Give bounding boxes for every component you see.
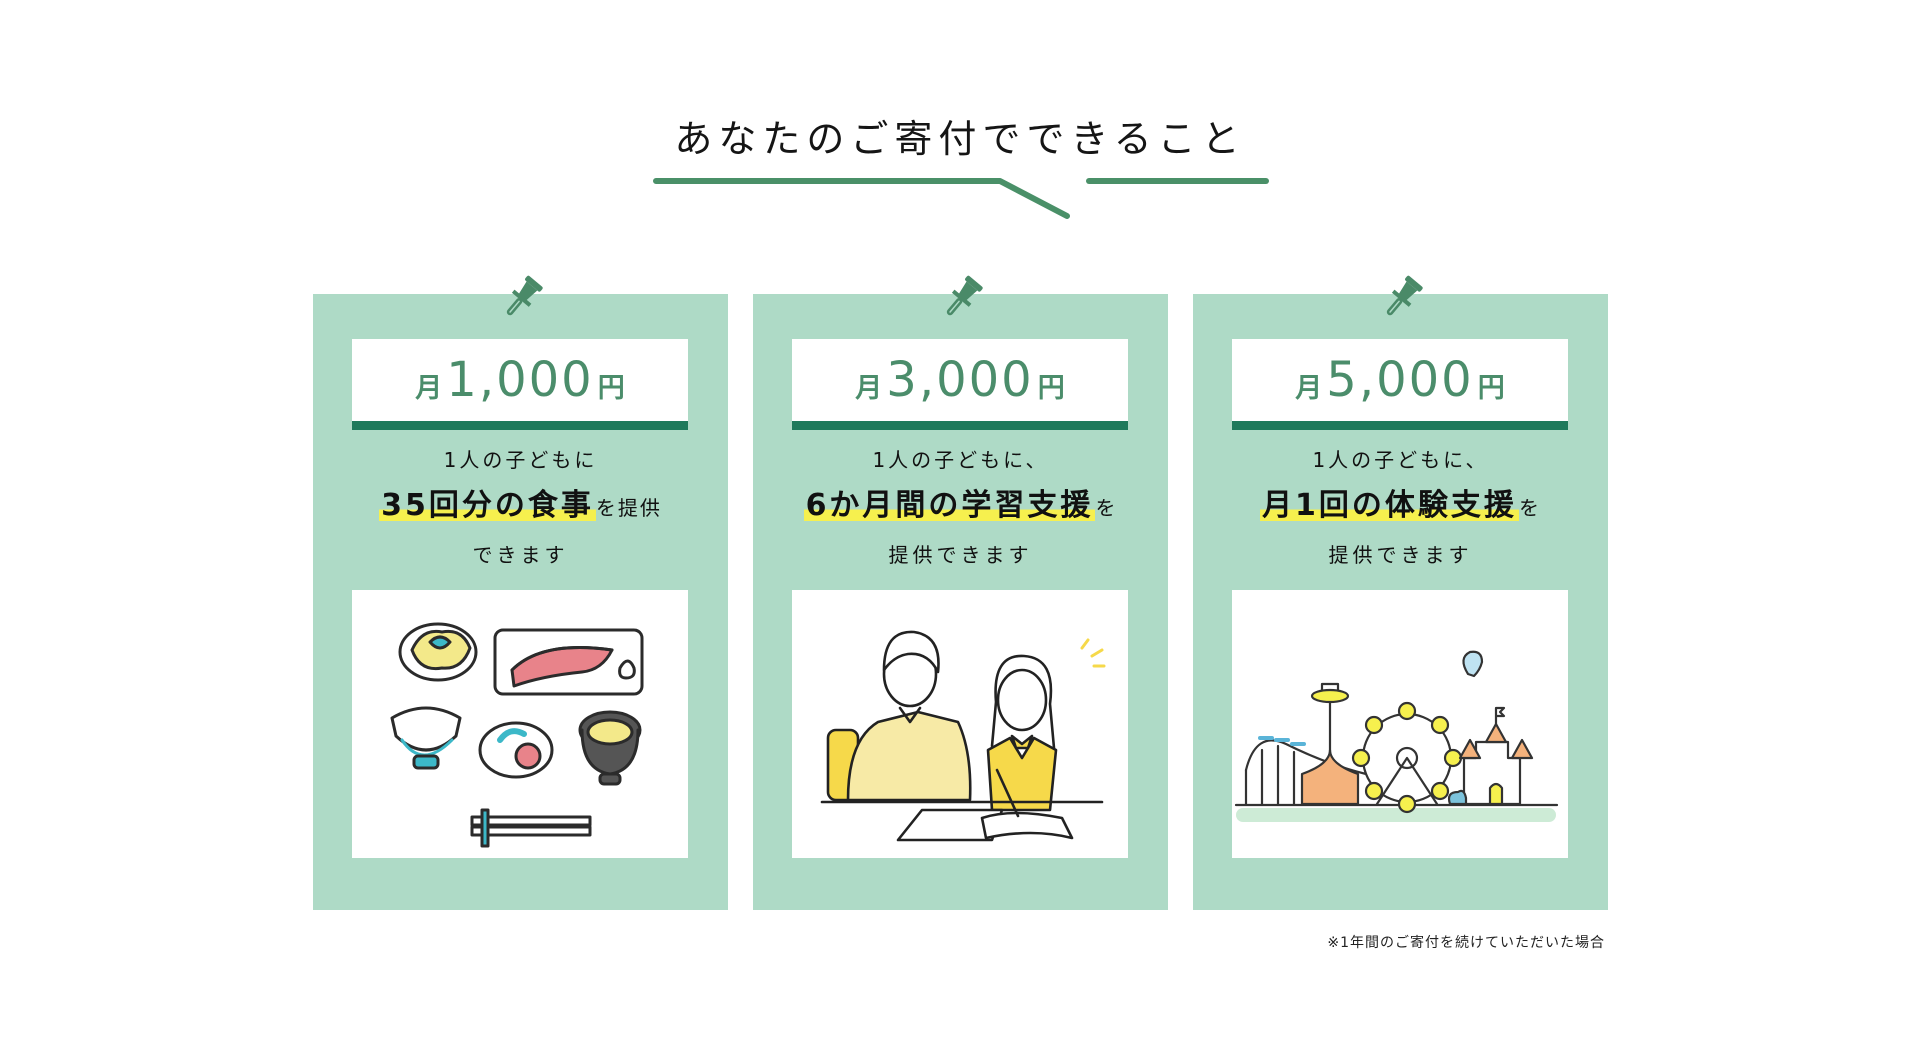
description-line2: 月1回の体験支援を	[1193, 480, 1608, 524]
price-prefix: 月	[855, 372, 883, 404]
description-line2: 6か月間の学習支援を	[753, 480, 1168, 524]
benefit-tail: を	[1518, 496, 1541, 520]
price-label: 月 3,000 円	[792, 339, 1128, 430]
price-amount: 3,000	[886, 352, 1034, 408]
price-label: 月 1,000 円	[352, 339, 688, 430]
highlighted-benefit: 35回分の食事	[379, 488, 596, 523]
description-line1: 1人の子どもに、	[1312, 448, 1489, 472]
price-suffix: 円	[597, 372, 625, 404]
benefit-tail: を	[1095, 496, 1118, 520]
benefit-tail: を提供	[595, 496, 662, 520]
pushpin-icon	[506, 275, 543, 316]
price-prefix: 月	[1295, 372, 1323, 404]
description-line3: 提供できます	[1328, 543, 1473, 567]
description-line3: 提供できます	[888, 543, 1033, 567]
highlighted-benefit: 6か月間の学習支援	[803, 488, 1096, 523]
price-amount: 1,000	[446, 352, 594, 408]
donation-card-5000: 月 5,000 円 1人の子どもに、 月1回の体験支援を 提供できます	[1193, 275, 1608, 910]
price-suffix: 円	[1037, 372, 1065, 404]
price-amount: 5,000	[1326, 352, 1474, 408]
tutoring-illustration	[792, 590, 1128, 858]
japanese-meal-illustration	[352, 590, 688, 858]
footnote: ※1年間のご寄付を続けていただいた場合	[1327, 935, 1605, 951]
section-title: あなたのご寄付でできること	[674, 117, 1246, 161]
pushpin-icon	[946, 275, 983, 316]
title-underline-decoration	[653, 178, 1269, 219]
description-line2: 35回分の食事を提供	[313, 480, 728, 524]
description-line3: できます	[472, 543, 569, 567]
donation-card-1000: 月 1,000 円 1人の子どもに 35回分の食事を提供 できます	[313, 275, 728, 910]
description-line1: 1人の子どもに、	[872, 448, 1049, 472]
description-line1: 1人の子どもに	[443, 448, 598, 472]
pushpin-icon	[1386, 275, 1423, 316]
price-prefix: 月	[415, 372, 443, 404]
donation-card-3000: 月 3,000 円 1人の子どもに、 6か月間の学習支援を 提供できます	[753, 275, 1168, 910]
highlighted-benefit: 月1回の体験支援	[1260, 488, 1519, 523]
price-label: 月 5,000 円	[1232, 339, 1568, 430]
price-suffix: 円	[1477, 372, 1505, 404]
amusement-park-illustration	[1232, 590, 1568, 858]
